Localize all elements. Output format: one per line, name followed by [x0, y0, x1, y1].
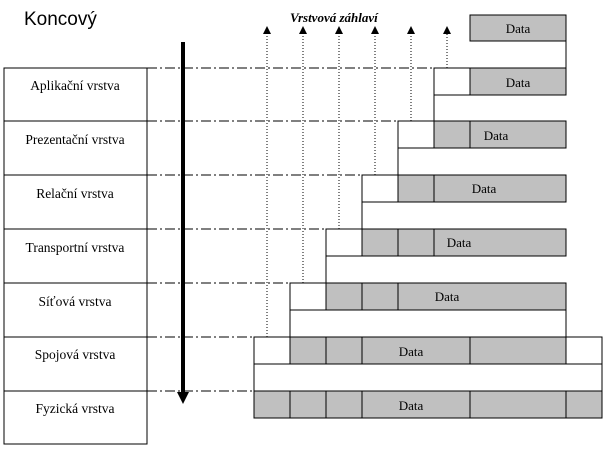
layer-label-session: Relační vrstva	[36, 186, 114, 201]
pdu-physical: Data	[253, 390, 603, 419]
data-label: Data	[484, 128, 509, 143]
data-label: Data	[399, 398, 424, 413]
layer-label-application: Aplikační vrstva	[30, 78, 120, 93]
data-label: Data	[399, 344, 424, 359]
data-label: Data	[447, 235, 472, 250]
data-label: Data	[472, 181, 497, 196]
pdu-datalink: Data	[253, 336, 603, 365]
pdu-session: Data	[361, 174, 567, 203]
layer-labels: Aplikační vrstva Prezentační vrstva Rela…	[25, 78, 124, 416]
guide-lines	[147, 67, 434, 392]
level-connectors	[253, 41, 603, 391]
pdu-transport: Data	[325, 228, 567, 257]
pdu-top-data: Data	[469, 14, 567, 42]
layer-label-network: Síťová vrstva	[39, 294, 112, 309]
headers-title: Vrstvová záhlaví	[290, 10, 379, 25]
pdu-presentation: Data	[397, 120, 567, 149]
data-label: Data	[506, 75, 531, 90]
header-arrows	[263, 26, 451, 337]
pdu-application: Data	[433, 67, 567, 96]
layer-label-presentation: Prezentační vrstva	[25, 132, 124, 147]
layer-label-physical: Fyzická vrstva	[35, 401, 114, 416]
layer-column	[3, 67, 148, 445]
layer-label-transport: Transportní vrstva	[26, 240, 125, 255]
layer-label-datalink: Spojová vrstva	[35, 347, 116, 362]
encapsulation-direction-arrow	[177, 42, 189, 404]
data-label: Data	[506, 21, 531, 36]
diagram-title: Koncový	[24, 9, 97, 30]
pdu-network: Data	[289, 282, 567, 311]
data-label: Data	[435, 289, 460, 304]
